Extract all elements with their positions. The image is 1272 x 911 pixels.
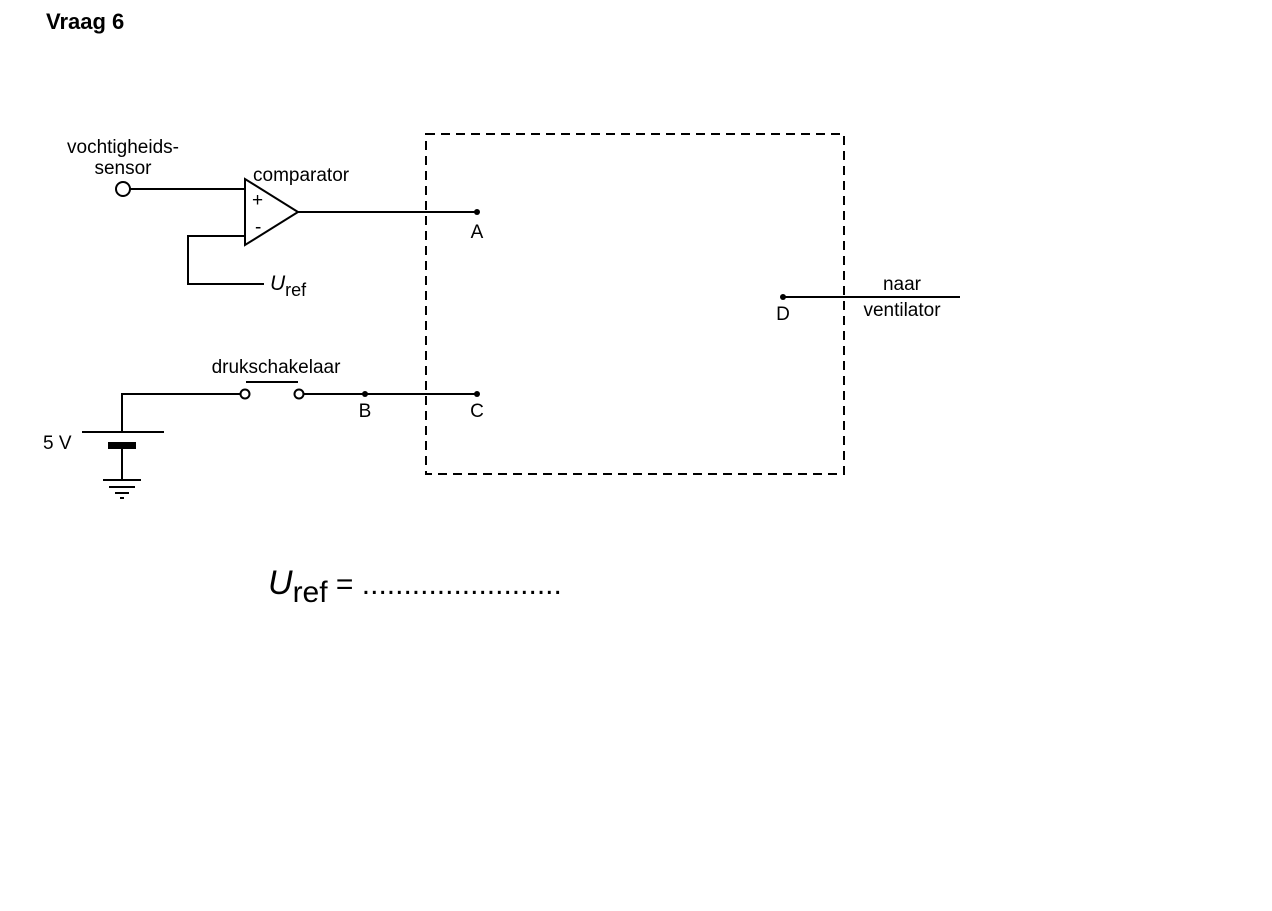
battery-short-plate bbox=[108, 442, 136, 449]
answer-equals: = bbox=[327, 568, 362, 601]
answer-blank[interactable]: ........................ bbox=[361, 568, 562, 601]
battery-switch-wire bbox=[121, 393, 240, 432]
comparator-minus: - bbox=[255, 217, 261, 238]
sensor-label-line1: vochtigheids- bbox=[67, 137, 179, 158]
ventilator-label: ventilator bbox=[863, 300, 941, 321]
answer-line: Uref = ........................ bbox=[268, 564, 562, 609]
sensor-label-line2: sensor bbox=[94, 158, 152, 179]
switch-contact-right bbox=[293, 388, 305, 400]
comparator-plus: + bbox=[252, 190, 263, 211]
naar-label: naar bbox=[883, 274, 922, 295]
question-heading: Vraag 6 bbox=[46, 9, 125, 34]
comparator-symbol bbox=[244, 177, 300, 247]
sensor-terminal bbox=[115, 181, 131, 197]
switch-contact-left bbox=[239, 388, 251, 400]
comparator-label: comparator bbox=[253, 165, 350, 186]
answer-symbol: U bbox=[268, 564, 293, 602]
point-b-label: B bbox=[359, 401, 372, 422]
drukschakelaar-label: drukschakelaar bbox=[212, 357, 342, 378]
voltage-label: 5 V bbox=[43, 433, 72, 454]
point-c-label: C bbox=[470, 401, 484, 422]
point-d-label: D bbox=[776, 304, 790, 325]
point-c-dot bbox=[474, 391, 480, 397]
point-a-label: A bbox=[471, 222, 484, 243]
point-b-dot bbox=[362, 391, 368, 397]
uref-label: Uref bbox=[270, 272, 307, 300]
answer-subscript: ref bbox=[292, 576, 328, 609]
reference-wire bbox=[187, 235, 264, 285]
point-a-dot bbox=[474, 209, 480, 215]
dashed-logic-box bbox=[425, 133, 845, 475]
